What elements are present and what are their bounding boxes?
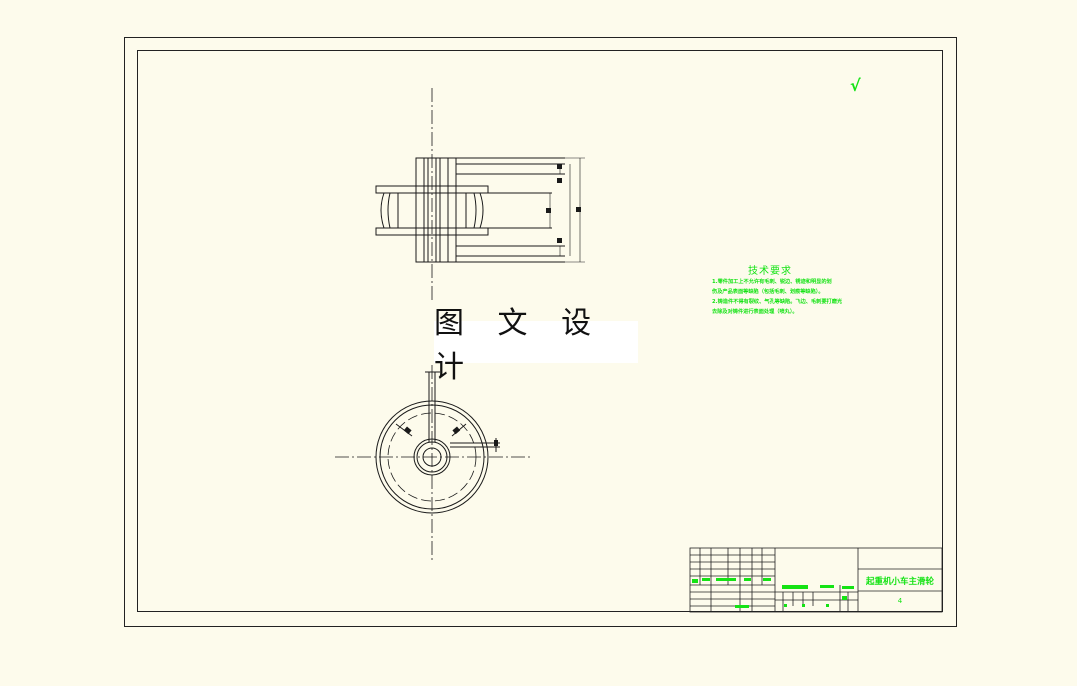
drawing-title: 起重机小车主滑轮	[865, 577, 934, 587]
tech-requirements-title: 技术要求	[748, 266, 792, 277]
inner-border	[137, 50, 943, 612]
tech-requirement-line: 伤及产品表面等缺陷（包括毛刺、划痕等缺陷）。	[712, 289, 824, 295]
outer-border	[124, 37, 957, 627]
front-view-dim-text	[546, 164, 581, 243]
side-view-dim-marks	[403, 426, 498, 446]
title-block-green-marks	[692, 578, 854, 608]
surface-roughness-symbol: √	[850, 76, 861, 95]
tech-requirement-line: 1.零件加工上不允许有毛刺、锐边、锈迹和明显的划	[712, 279, 832, 285]
front-view	[375, 88, 585, 300]
title-block	[689, 547, 943, 613]
side-view	[335, 365, 530, 560]
watermark-label: 图 文 设 计	[434, 306, 638, 385]
tech-requirement-line: 2.铸造件不得有裂纹、气孔等缺陷。飞边、毛刺要打磨光	[712, 299, 843, 305]
sheet-number: 4	[897, 597, 903, 605]
tech-requirement-line: 去除及对铸件进行表面处理（喷丸）。	[712, 309, 798, 315]
